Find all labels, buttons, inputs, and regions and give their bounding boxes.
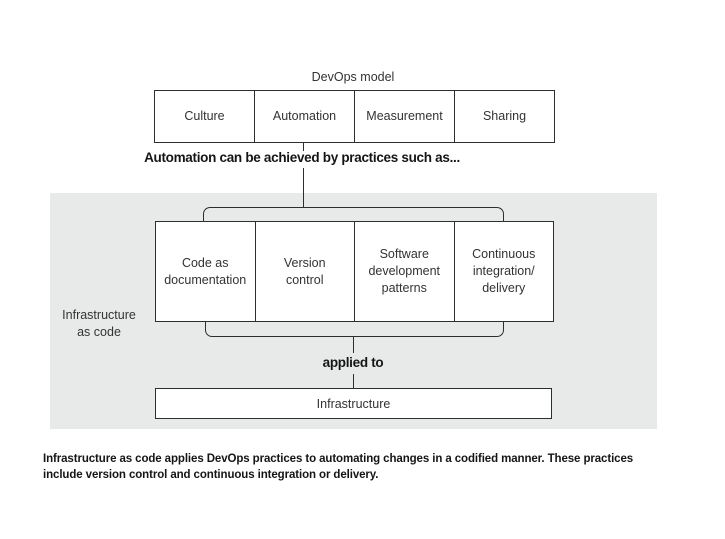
practice-box-code-as-documentation: Code as documentation: [164, 255, 247, 287]
practice-box-version-control: Version control: [254, 222, 355, 321]
devops-box-automation: Automation: [254, 91, 354, 142]
automation-connector-line-lower: [303, 168, 304, 208]
infrastructure-box-label: Infrastructure: [316, 396, 391, 411]
devops-model-row: Culture Automation Measurement Sharing: [154, 90, 555, 143]
devops-box-sharing: Sharing: [454, 91, 554, 142]
automation-connector-line-upper: [303, 141, 304, 151]
diagram-title: DevOps model: [311, 70, 395, 84]
infrastructure-box: Infrastructure: [155, 388, 552, 419]
practice-box-software-development-patterns: Software development patterns: [354, 222, 454, 321]
automation-note: Automation can be achieved by practices …: [144, 150, 460, 165]
practice-box-continuous-integration-delivery: Continuous integration/ delivery: [453, 222, 554, 321]
applied-to-connector-line-upper: [353, 336, 354, 353]
applied-to-connector-line-lower: [353, 374, 354, 388]
brace-bottom: [205, 320, 504, 337]
devops-box-culture: Culture: [184, 109, 225, 123]
devops-box-measurement: Measurement: [354, 91, 454, 142]
infrastructure-as-code-label: Infrastructure as code: [62, 308, 136, 339]
figure-caption: Infrastructure as code applies DevOps pr…: [43, 453, 634, 481]
applied-to-label: applied to: [322, 355, 384, 370]
brace-top: [203, 207, 504, 222]
practices-row: Code as documentation Version control So…: [155, 221, 554, 322]
